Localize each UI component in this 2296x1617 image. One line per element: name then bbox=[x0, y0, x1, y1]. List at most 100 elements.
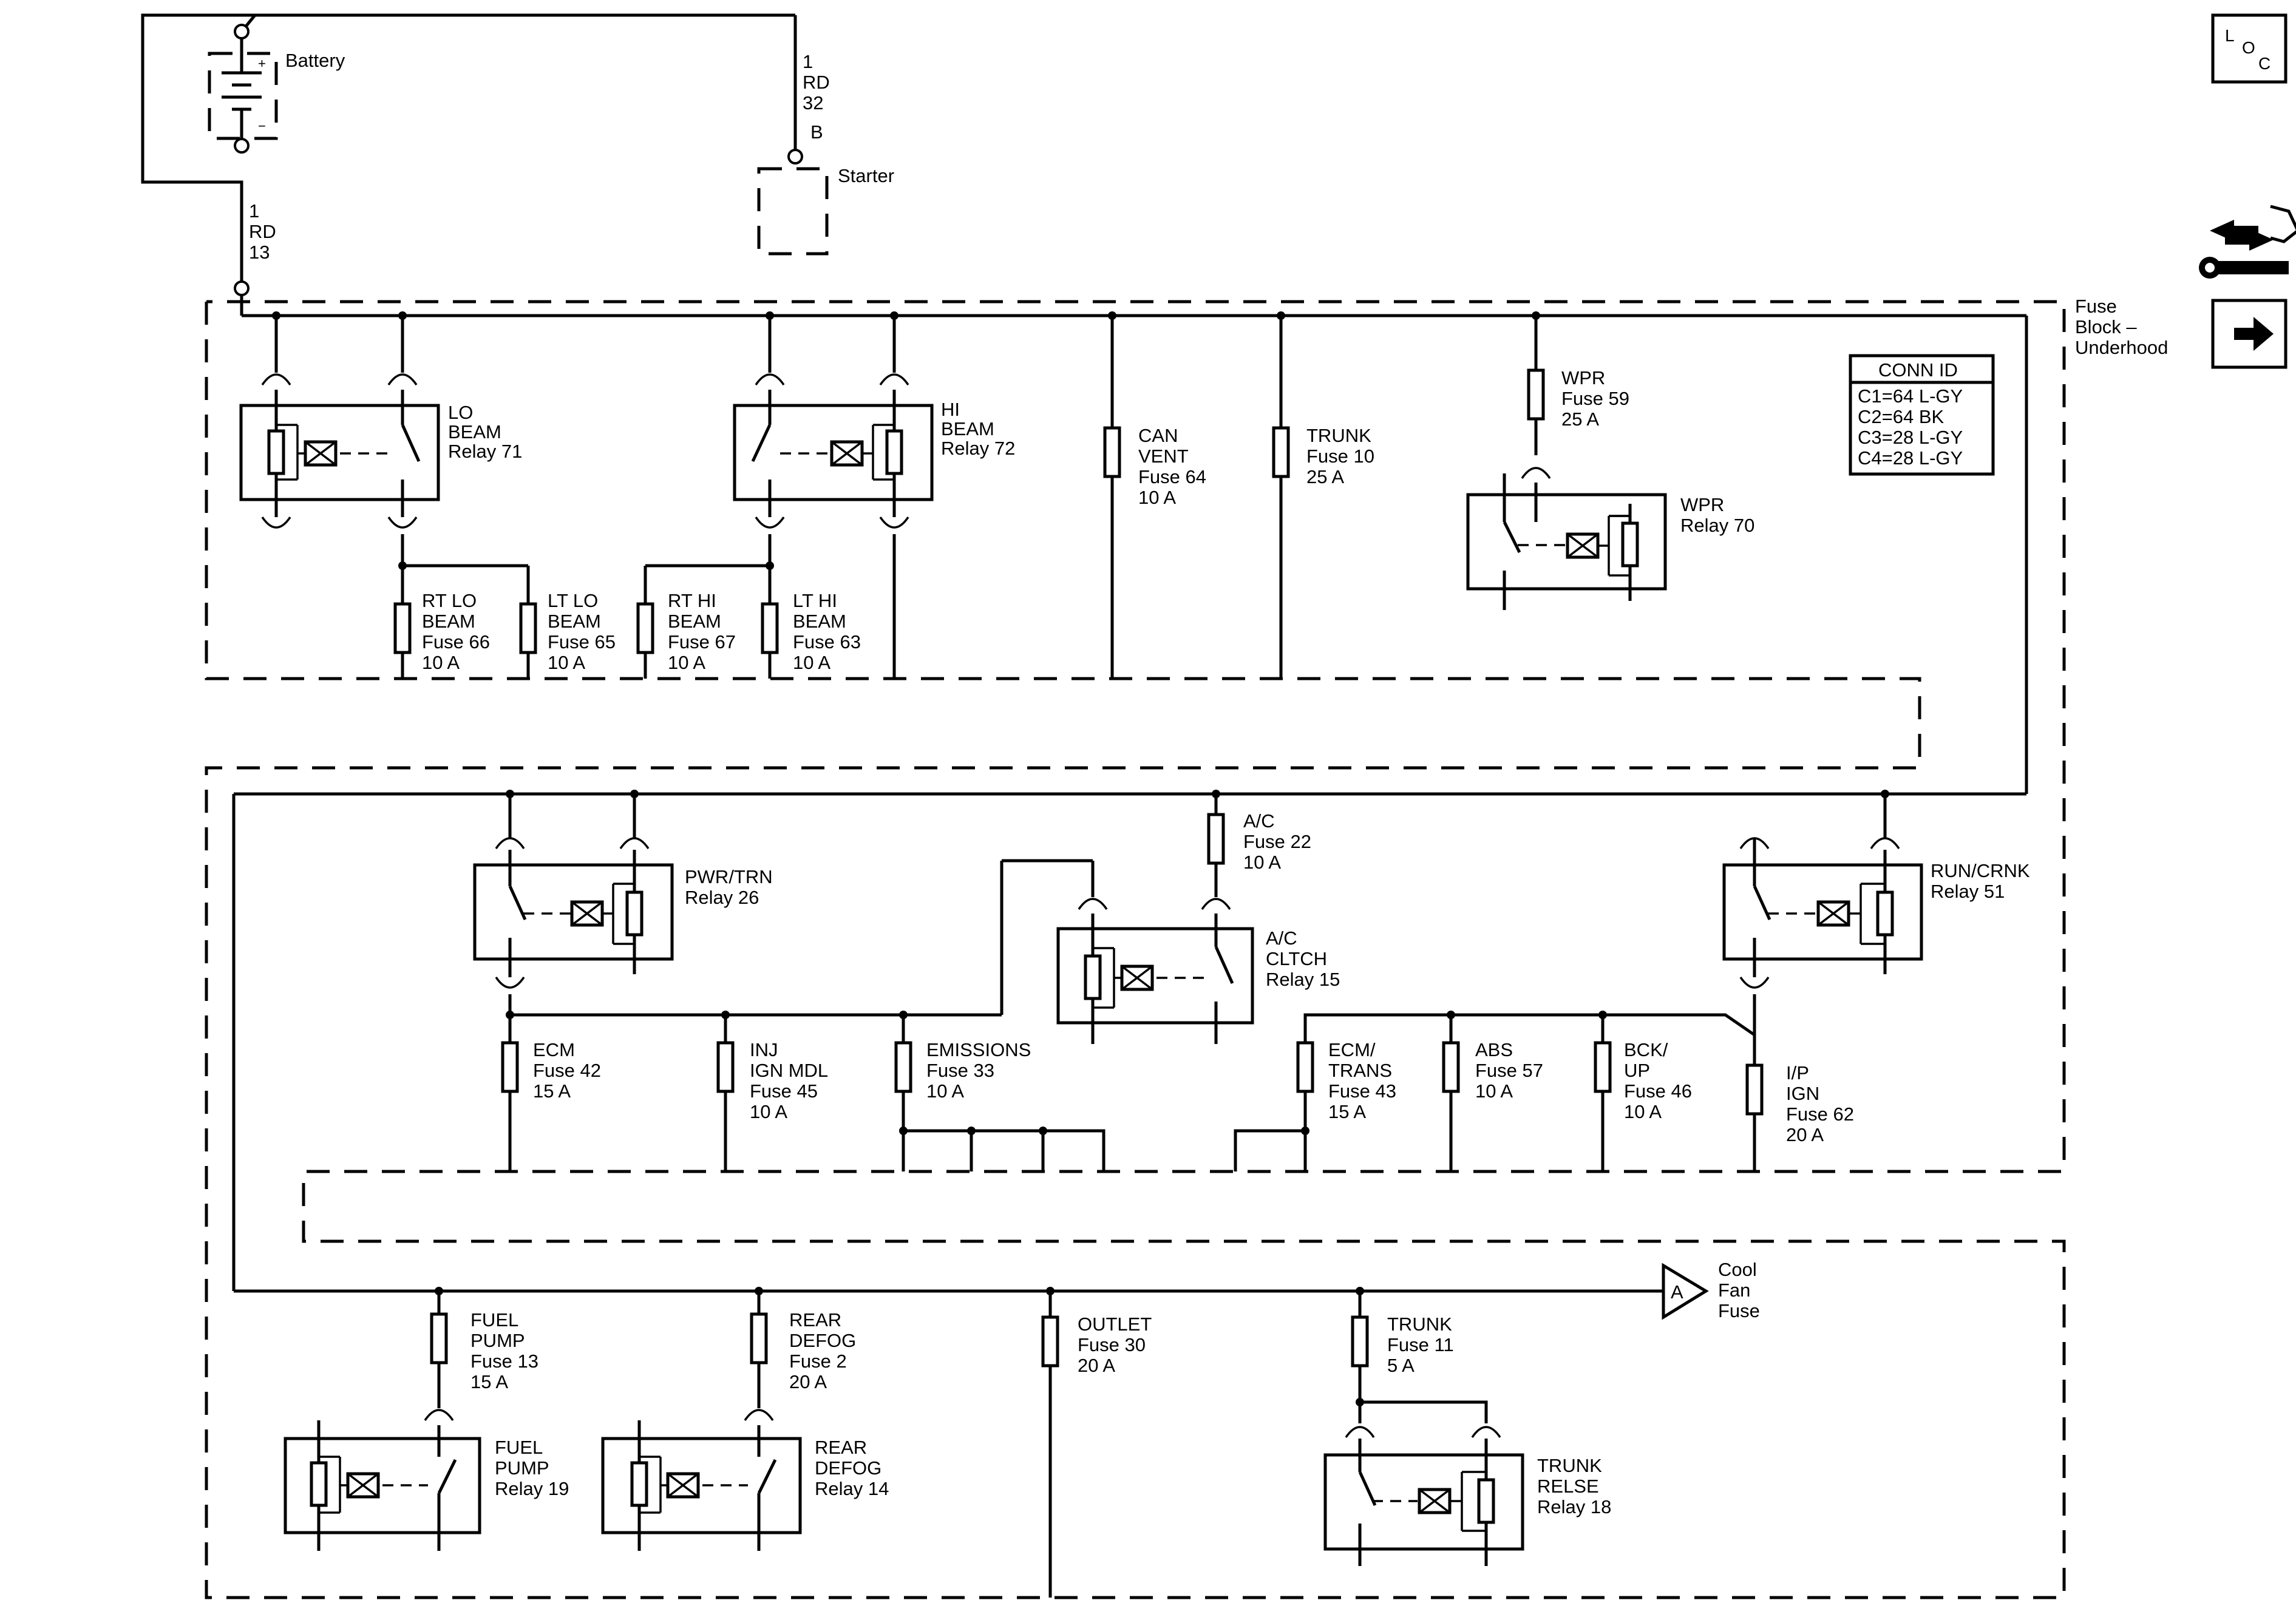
svg-text:20 A: 20 A bbox=[1786, 1124, 1824, 1145]
svg-text:A: A bbox=[1671, 1281, 1683, 1303]
svg-text:Fuse 64: Fuse 64 bbox=[1138, 466, 1206, 487]
ecm-trans-fuse-43: ECM/ TRANS Fuse 43 15 A bbox=[1234, 1039, 1396, 1171]
svg-text:Fuse 59: Fuse 59 bbox=[1561, 388, 1629, 409]
svg-text:WPR: WPR bbox=[1561, 367, 1605, 388]
svg-text:Relay 15: Relay 15 bbox=[1266, 969, 1340, 990]
svg-text:Relay 72: Relay 72 bbox=[941, 438, 1015, 459]
next-page-arrow-icon[interactable] bbox=[2211, 299, 2288, 369]
svg-text:A/C: A/C bbox=[1243, 810, 1275, 832]
svg-text:FUEL: FUEL bbox=[470, 1309, 518, 1331]
svg-text:CLTCH: CLTCH bbox=[1266, 948, 1327, 969]
svg-text:BEAM: BEAM bbox=[548, 611, 601, 632]
battery-plus: + bbox=[258, 56, 266, 71]
svg-text:Fuse 43: Fuse 43 bbox=[1328, 1080, 1396, 1102]
svg-text:REAR: REAR bbox=[789, 1309, 841, 1331]
svg-text:Fuse 2: Fuse 2 bbox=[789, 1351, 847, 1372]
hi-beam-relay: HI BEAM Relay 72 bbox=[644, 316, 1015, 679]
svg-text:BEAM: BEAM bbox=[941, 418, 994, 439]
svg-text:10 A: 10 A bbox=[793, 652, 830, 673]
svg-text:INJ: INJ bbox=[750, 1039, 778, 1060]
svg-text:Relay 71: Relay 71 bbox=[448, 441, 522, 462]
fuel-pump-relay: FUEL PUMP Relay 19 bbox=[284, 1409, 569, 1551]
svg-text:DEFOG: DEFOG bbox=[789, 1330, 856, 1351]
svg-text:Fuse 63: Fuse 63 bbox=[793, 631, 861, 653]
svg-text:ABS: ABS bbox=[1475, 1039, 1513, 1060]
svg-text:25 A: 25 A bbox=[1306, 466, 1344, 487]
connector-pinout-icon[interactable] bbox=[2199, 205, 2296, 279]
rear-defog-fuse-2: REAR DEFOG Fuse 2 20 A bbox=[750, 1291, 856, 1408]
lo-beam-relay: LO BEAM Relay 71 bbox=[239, 316, 530, 679]
svg-text:IGN MDL: IGN MDL bbox=[750, 1060, 828, 1081]
svg-text:Relay 14: Relay 14 bbox=[815, 1478, 889, 1499]
lt-lo-beam-fuse: LT LO BEAM Fuse 65 10 A bbox=[519, 590, 616, 673]
svg-text:C3=28 L-GY: C3=28 L-GY bbox=[1858, 427, 1963, 448]
svg-text:LT LO: LT LO bbox=[548, 590, 598, 611]
svg-text:Fuse 67: Fuse 67 bbox=[668, 631, 736, 653]
svg-text:Relay 70: Relay 70 bbox=[1680, 515, 1754, 536]
svg-text:Relay 51: Relay 51 bbox=[1931, 881, 2005, 902]
svg-text:25 A: 25 A bbox=[1561, 408, 1599, 430]
svg-text:10 A: 10 A bbox=[422, 652, 460, 673]
svg-text:C: C bbox=[2258, 54, 2271, 73]
fuel-pump-fuse-13: FUEL PUMP Fuse 13 15 A bbox=[430, 1291, 538, 1408]
emissions-fuse-33: EMISSIONS Fuse 33 10 A bbox=[894, 1015, 1106, 1171]
svg-text:I/P: I/P bbox=[1786, 1062, 1809, 1083]
svg-text:OUTLET: OUTLET bbox=[1078, 1314, 1152, 1335]
conn-id-title: CONN ID bbox=[1878, 359, 1958, 381]
svg-text:C4=28 L-GY: C4=28 L-GY bbox=[1858, 447, 1963, 469]
loc-icon[interactable]: L O C bbox=[2211, 13, 2288, 84]
svg-text:C1=64 L-GY: C1=64 L-GY bbox=[1858, 385, 1963, 407]
svg-text:Cool: Cool bbox=[1718, 1259, 1757, 1280]
svg-text:Fuse 42: Fuse 42 bbox=[533, 1060, 601, 1081]
outlet-fuse-30: OUTLET Fuse 30 20 A bbox=[1041, 1291, 1152, 1598]
svg-text:Relay 19: Relay 19 bbox=[495, 1478, 569, 1499]
svg-text:LO: LO bbox=[448, 402, 473, 423]
battery: + − Battery bbox=[208, 24, 345, 154]
starter-terminal: B bbox=[810, 121, 823, 143]
svg-text:O: O bbox=[2242, 38, 2255, 57]
svg-text:C2=64 BK: C2=64 BK bbox=[1858, 406, 1944, 427]
svg-text:PUMP: PUMP bbox=[495, 1457, 549, 1479]
svg-text:Fuse 33: Fuse 33 bbox=[926, 1060, 994, 1081]
svg-text:Fuse 13: Fuse 13 bbox=[470, 1351, 538, 1372]
svg-text:VENT: VENT bbox=[1138, 446, 1189, 467]
svg-text:IGN: IGN bbox=[1786, 1083, 1819, 1104]
svg-text:BCK/: BCK/ bbox=[1624, 1039, 1668, 1060]
svg-text:10 A: 10 A bbox=[1624, 1101, 1662, 1122]
svg-text:Fuse 46: Fuse 46 bbox=[1624, 1080, 1692, 1102]
ac-clutch-relay: A/C CLTCH Relay 15 bbox=[1056, 898, 1340, 1044]
svg-text:Fuse 66: Fuse 66 bbox=[422, 631, 490, 653]
svg-text:Fuse 65: Fuse 65 bbox=[548, 631, 616, 653]
svg-text:ECM/: ECM/ bbox=[1328, 1039, 1376, 1060]
svg-text:RT HI: RT HI bbox=[668, 590, 716, 611]
svg-text:RT LO: RT LO bbox=[422, 590, 477, 611]
run-crank-relay: RUN/CRNK Relay 51 bbox=[1303, 794, 2030, 1171]
svg-text:10 A: 10 A bbox=[668, 652, 705, 673]
can-vent-fuse: CAN VENT Fuse 64 10 A bbox=[1103, 316, 1206, 679]
rt-lo-beam-fuse: RT LO BEAM Fuse 66 10 A bbox=[393, 590, 490, 673]
svg-text:HI: HI bbox=[941, 399, 960, 420]
svg-text:PUMP: PUMP bbox=[470, 1330, 525, 1351]
svg-text:TRANS: TRANS bbox=[1328, 1060, 1392, 1081]
svg-text:BEAM: BEAM bbox=[448, 421, 501, 442]
battery-label: Battery bbox=[285, 50, 345, 71]
svg-text:TRUNK: TRUNK bbox=[1537, 1455, 1602, 1476]
svg-text:10 A: 10 A bbox=[1243, 852, 1281, 873]
svg-text:RUN/CRNK: RUN/CRNK bbox=[1931, 860, 2030, 881]
battery-starter-circuit bbox=[141, 13, 803, 288]
svg-text:PWR/TRN: PWR/TRN bbox=[685, 866, 773, 887]
starter: Starter B bbox=[757, 121, 894, 256]
wpr-fuse-59: WPR Fuse 59 25 A bbox=[1527, 316, 1629, 455]
trunk-release-relay: TRUNK RELSE Relay 18 bbox=[1323, 1426, 1611, 1566]
svg-text:WPR: WPR bbox=[1680, 494, 1724, 515]
svg-text:DEFOG: DEFOG bbox=[815, 1457, 881, 1479]
svg-text:TRUNK: TRUNK bbox=[1306, 425, 1371, 446]
svg-text:BEAM: BEAM bbox=[668, 611, 721, 632]
svg-text:Fuse 62: Fuse 62 bbox=[1786, 1103, 1854, 1125]
svg-text:LT HI: LT HI bbox=[793, 590, 837, 611]
fuse-block-label: Fuse Block – Underhood bbox=[2075, 296, 2168, 358]
trunk-fuse-11: TRUNK Fuse 11 5 A bbox=[1351, 1291, 1488, 1423]
svg-text:15 A: 15 A bbox=[533, 1080, 571, 1102]
svg-text:TRUNK: TRUNK bbox=[1387, 1314, 1452, 1335]
